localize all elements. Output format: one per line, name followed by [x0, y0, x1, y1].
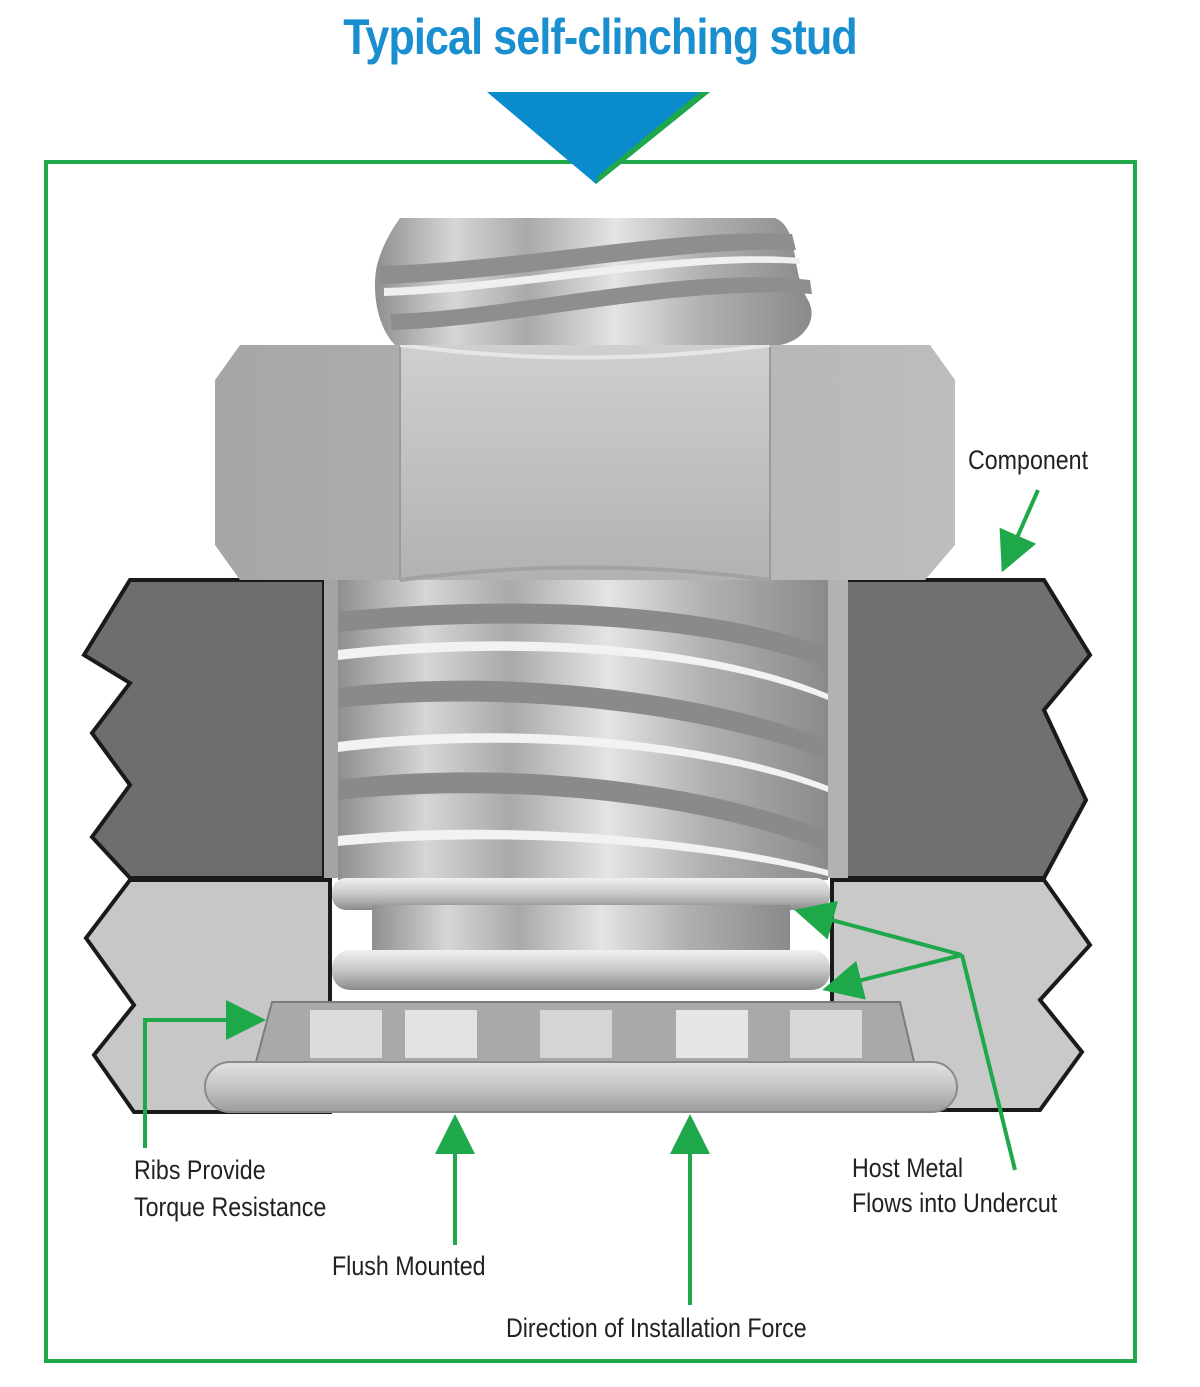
component-arrow	[999, 489, 1040, 573]
label-flush: Flush Mounted	[332, 1251, 486, 1281]
hex-nut	[215, 343, 955, 582]
label-ribs-line2: Torque Resistance	[134, 1192, 327, 1222]
diagram-title: Typical self-clinching stud	[343, 9, 857, 65]
stud-top	[374, 218, 812, 345]
stud-shank	[338, 580, 828, 880]
component-plate	[81, 578, 1093, 880]
stud-undercut	[332, 878, 830, 990]
label-direction: Direction of Installation Force	[506, 1313, 807, 1343]
callout-arrows	[143, 489, 1040, 1305]
label-host-line2: Flows into Undercut	[852, 1188, 1058, 1218]
stud-head	[204, 1061, 958, 1113]
pointer-triangle	[487, 92, 710, 184]
host-metal-leader	[960, 954, 1017, 1171]
ribs-arrow	[143, 1000, 266, 1148]
label-host-line1: Host Metal	[852, 1153, 963, 1183]
undercut-arrow-upper	[794, 900, 963, 957]
undercut-arrow-lower	[822, 953, 963, 1000]
label-component: Component	[968, 445, 1089, 475]
label-ribs-line1: Ribs Provide	[134, 1155, 266, 1185]
stud-ribs	[254, 1001, 916, 1063]
